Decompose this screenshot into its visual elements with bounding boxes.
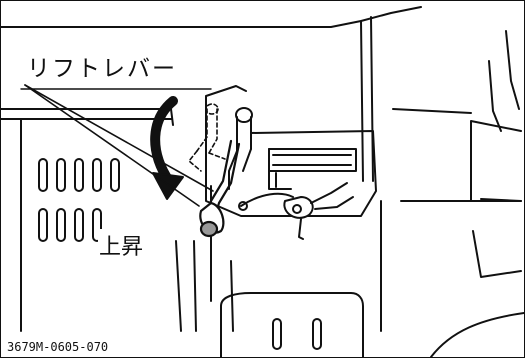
center-plate [205,85,377,217]
lift-lever [199,139,241,238]
housing-side [20,118,197,332]
control-knob [228,107,253,190]
label-leader-lines [20,84,214,207]
lift-lever-label: リフトレバー [25,49,179,83]
panel-divider [360,16,374,182]
vent-slots-lower [38,208,102,242]
panel-top-edge [1,6,422,28]
raise-label: 上昇 [98,229,145,261]
right-frame [380,30,522,332]
reference-code: 3679M-0605-070 [5,340,111,354]
cable-clamp [238,182,354,240]
lift-lever-raised-outline [188,103,226,172]
control-bracket [268,148,357,190]
left-housing [1,108,174,126]
bottom-housing [220,292,524,357]
vent-slots-upper [38,158,120,192]
